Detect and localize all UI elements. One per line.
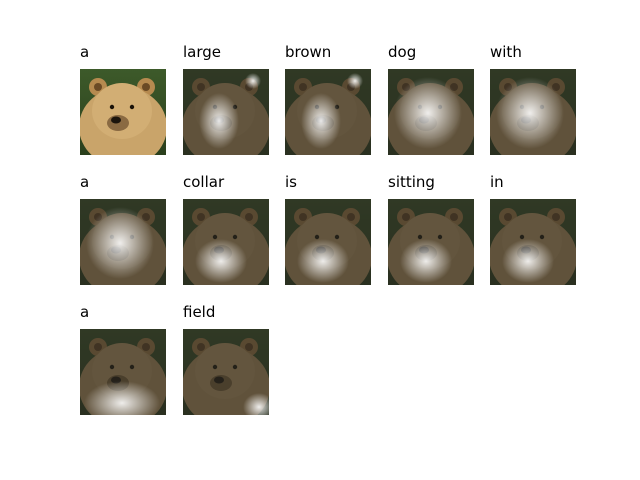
- caption-word: dog: [388, 43, 417, 61]
- attention-map: [285, 199, 371, 285]
- bear-photo: [183, 329, 269, 415]
- caption-word: sitting: [388, 173, 435, 191]
- attention-cell: a: [80, 43, 168, 173]
- attention-cell: collar: [183, 173, 271, 303]
- attention-map: [183, 69, 269, 155]
- attention-map: [490, 199, 576, 285]
- attention-cell: in: [490, 173, 578, 303]
- attention-cell: with: [490, 43, 578, 173]
- bear-photo: [285, 69, 371, 155]
- caption-word: large: [183, 43, 222, 61]
- attention-cell: large: [183, 43, 271, 173]
- bear-photo: [183, 199, 269, 285]
- attention-cell: a: [80, 173, 168, 303]
- attention-cell: dog: [388, 43, 476, 173]
- bear-photo: [388, 69, 474, 155]
- caption-word: a: [80, 173, 90, 191]
- caption-word: a: [80, 43, 90, 61]
- attention-map: [183, 199, 269, 285]
- caption-word: a: [80, 303, 90, 321]
- attention-map: [388, 69, 474, 155]
- caption-word: collar: [183, 173, 225, 191]
- attention-cell: brown: [285, 43, 373, 173]
- caption-word: field: [183, 303, 216, 321]
- attention-map: [388, 199, 474, 285]
- attention-map: [183, 329, 269, 415]
- bear-photo: [183, 69, 269, 155]
- attention-map: [80, 199, 166, 285]
- attention-map: [80, 329, 166, 415]
- attention-cell: sitting: [388, 173, 476, 303]
- attention-cell: field: [183, 303, 271, 433]
- bear-photo: [80, 199, 166, 285]
- caption-word: brown: [285, 43, 332, 61]
- caption-word: with: [490, 43, 522, 61]
- caption-word: is: [285, 173, 297, 191]
- bear-photo: [490, 199, 576, 285]
- bear-photo: [388, 199, 474, 285]
- attention-map: [285, 69, 371, 155]
- bear-photo: [285, 199, 371, 285]
- caption-word: in: [490, 173, 504, 191]
- bear-photo: [490, 69, 576, 155]
- bear-photo: [80, 69, 166, 155]
- bear-photo: [80, 329, 166, 415]
- attention-map: [490, 69, 576, 155]
- attention-cell: is: [285, 173, 373, 303]
- original-image: [80, 69, 166, 155]
- attention-cell: a: [80, 303, 168, 433]
